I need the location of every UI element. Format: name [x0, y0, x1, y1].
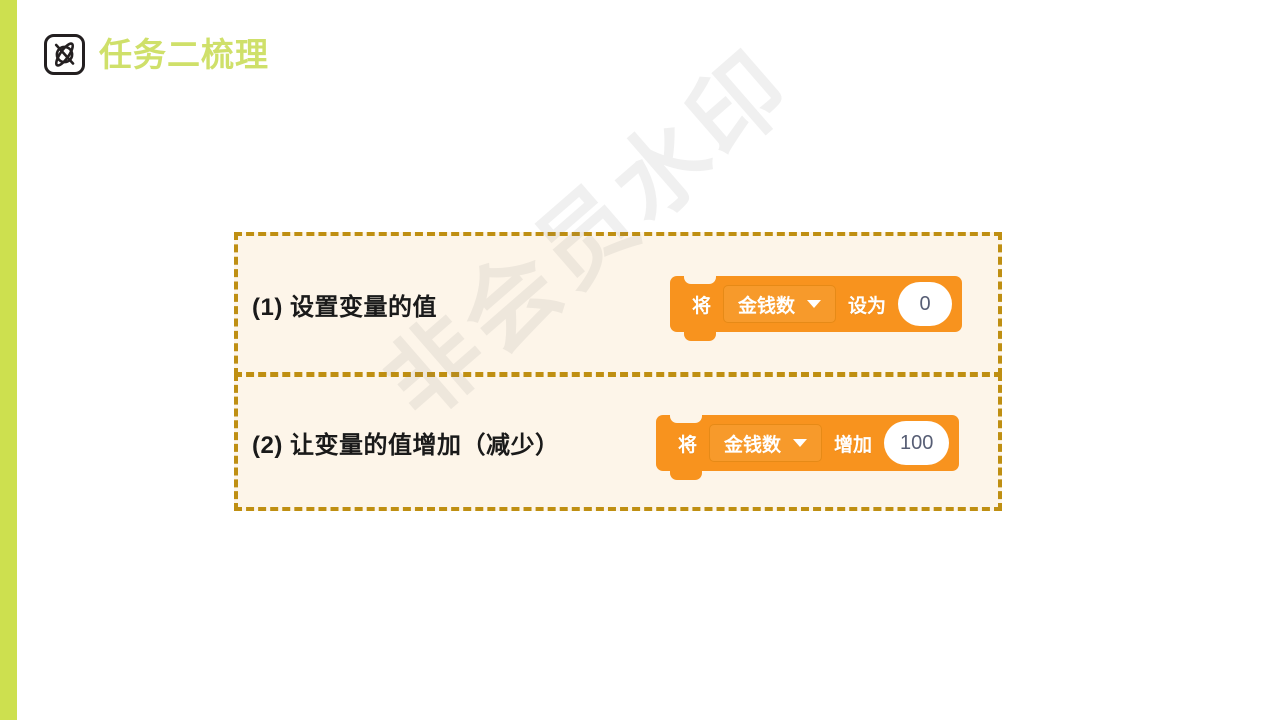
block-middle-label: 设为 — [848, 295, 887, 317]
scratch-block-change-variable[interactable]: 将 金钱数 增加 100 — [656, 414, 960, 480]
panel-row-2: (2) 让变量的值增加（减少） 将 金钱数 增加 100 — [234, 373, 1002, 511]
slide-header: 任务二梳理 — [44, 34, 269, 75]
row-2-label: (2) 让变量的值增加（减少） — [252, 431, 560, 459]
chevron-down-icon — [807, 300, 822, 308]
row-1-label: (1) 设置变量的值 — [252, 293, 437, 321]
block-prefix-label: 将 — [678, 434, 698, 456]
left-accent-stripe — [0, 0, 17, 720]
chevron-down-icon — [793, 439, 808, 447]
scratch-block-set-variable[interactable]: 将 金钱数 设为 0 — [670, 275, 963, 341]
change-value-input[interactable]: 100 — [884, 421, 950, 465]
variable-dropdown-label: 金钱数 — [738, 295, 796, 317]
summary-panel: (1) 设置变量的值 将 金钱数 设为 0 (2) 让变量的值增加（减少） 将 … — [234, 232, 1002, 511]
block-middle-label: 增加 — [834, 434, 873, 456]
block-prefix-label: 将 — [692, 295, 712, 317]
variable-dropdown[interactable]: 金钱数 — [723, 285, 837, 323]
planet-ring-icon — [44, 34, 85, 75]
variable-dropdown-label: 金钱数 — [724, 434, 782, 456]
page-title: 任务二梳理 — [99, 36, 269, 73]
set-value-input[interactable]: 0 — [898, 282, 953, 326]
panel-row-1: (1) 设置变量的值 将 金钱数 设为 0 — [234, 232, 1002, 376]
variable-dropdown[interactable]: 金钱数 — [709, 424, 823, 462]
